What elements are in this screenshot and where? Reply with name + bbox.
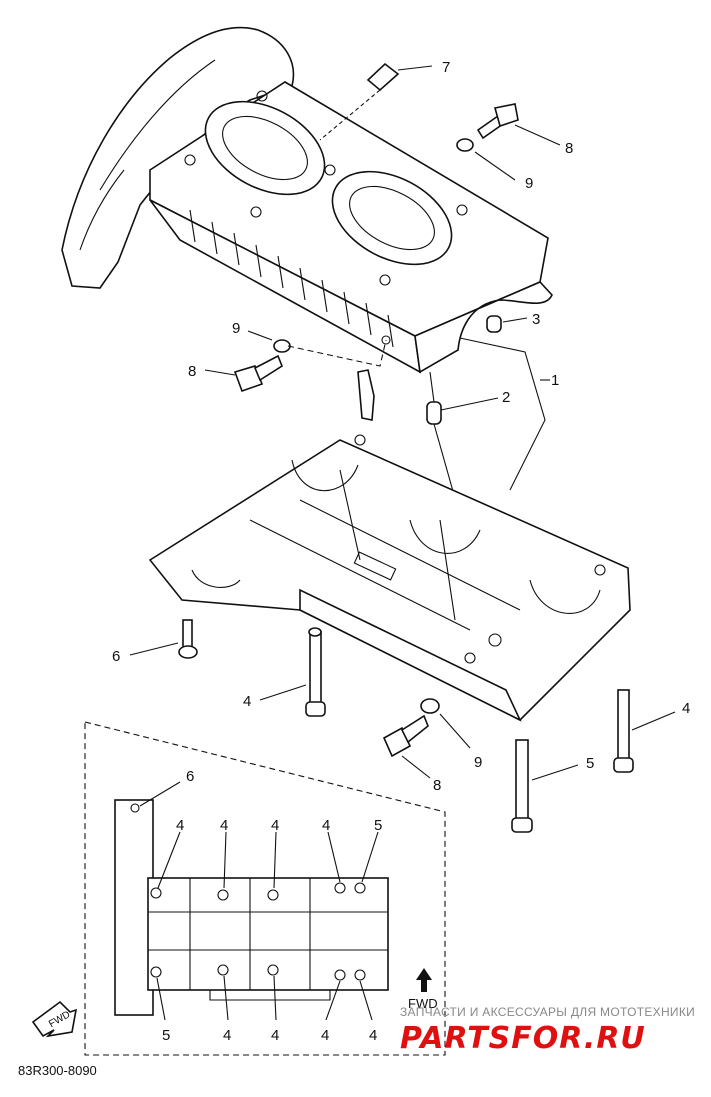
callout-8-lower: 8 — [433, 777, 441, 794]
fwd-block-arrow-icon — [31, 1000, 78, 1038]
callout-4-right: 4 — [682, 700, 690, 717]
inset-bolt-holes — [130, 803, 366, 981]
part-4-stud-left — [259, 627, 326, 717]
callout-8-upper: 8 — [565, 140, 573, 157]
inset-callout: 4 — [271, 817, 279, 834]
part-4-stud-right — [613, 689, 676, 773]
cylinder-bores — [204, 100, 453, 266]
part-8-bolt-upper — [476, 103, 561, 146]
inset-bolt-layout — [84, 721, 446, 1056]
inset-callout: 4 — [322, 817, 330, 834]
inset-callout: 4 — [271, 1027, 279, 1044]
upper-crankcase-illustration — [61, 26, 553, 374]
tab-bracket — [357, 369, 375, 421]
callout-9-mid: 9 — [232, 320, 240, 337]
callout-9-lower: 9 — [474, 754, 482, 771]
watermark-logo: PARTSFOR.RU — [400, 1021, 646, 1056]
lower-crankcase-illustration — [148, 434, 631, 722]
part-6-bolt — [129, 619, 198, 659]
callout-1: 1 — [551, 372, 559, 389]
part-5-stud — [511, 739, 579, 833]
callout-4-left: 4 — [243, 693, 251, 710]
fwd-arrow-icon — [416, 968, 432, 992]
inset-callout: 5 — [374, 817, 382, 834]
assembly-guide-line — [287, 339, 387, 367]
inset-callout-labels: 6 4 4 4 4 5 5 4 4 4 4 — [162, 768, 382, 1044]
diagram-code: 83R300-8090 — [18, 1063, 97, 1078]
cooling-fins — [189, 209, 394, 348]
callout-2: 2 — [502, 389, 510, 406]
inset-callout: 4 — [223, 1027, 231, 1044]
callout-3: 3 — [532, 311, 540, 328]
inset-callout: 4 — [321, 1027, 329, 1044]
inset-callout: 4 — [220, 817, 228, 834]
inset-callout: 6 — [186, 768, 194, 785]
callout-8-mid: 8 — [188, 363, 196, 380]
part-9-washer-upper — [456, 138, 516, 181]
part-8-bolt-mid — [204, 354, 283, 393]
part-1-pointer-lines — [459, 337, 550, 491]
inset-callout: 5 — [162, 1027, 170, 1044]
part-9-washer-lower — [420, 698, 471, 749]
part-8-bolt-lower — [382, 714, 431, 779]
callout-9-upper: 9 — [525, 175, 533, 192]
callout-5: 5 — [586, 755, 594, 772]
part-7-fitting — [319, 62, 433, 141]
callout-labels: 7 8 9 9 8 3 2 1 6 4 4 9 8 5 — [112, 59, 690, 794]
part-3-dowel — [486, 315, 528, 333]
part-9-washer-mid — [247, 330, 291, 353]
watermark-tagline: ЗАПЧАСТИ И АКСЕССУАРЫ ДЛЯ МОТОТЕХНИКИ — [400, 1005, 695, 1019]
callout-6: 6 — [112, 648, 120, 665]
fwd-label-inset: FWD — [408, 996, 438, 1011]
inset-callout: 4 — [176, 817, 184, 834]
callout-7: 7 — [442, 59, 450, 76]
inset-callout: 4 — [369, 1027, 377, 1044]
